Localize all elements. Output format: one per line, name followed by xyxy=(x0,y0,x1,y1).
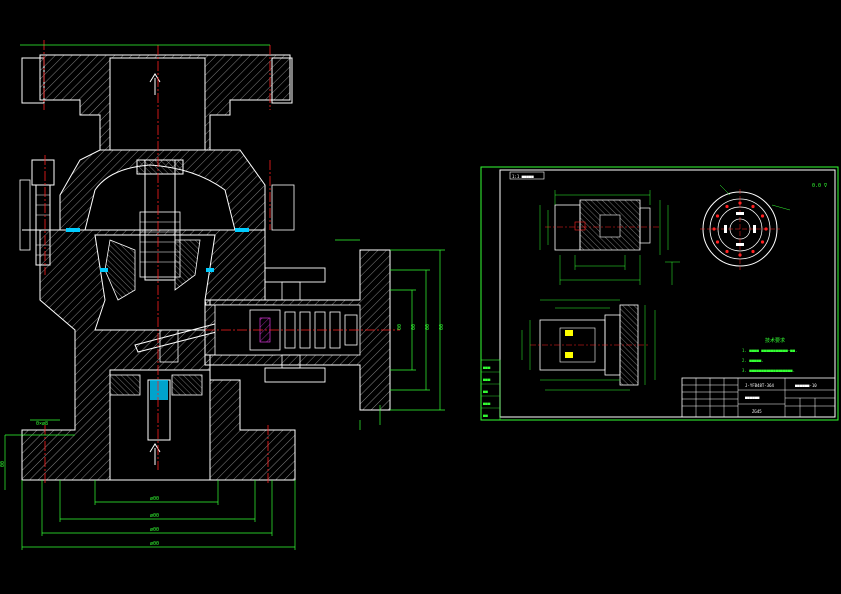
seat-insert xyxy=(104,239,136,301)
dim-text-3: ø00 xyxy=(150,527,159,533)
dim-text-2: ø00 xyxy=(150,513,159,519)
dim-text-side-2: 00 xyxy=(425,324,431,330)
part-top-view xyxy=(539,190,680,285)
part-end-view xyxy=(700,184,791,270)
side-label-3: ■■ xyxy=(483,389,488,394)
dim-text-left-top: 0×ø8 xyxy=(36,421,48,427)
dim-text-1: ø00 xyxy=(150,496,159,502)
side-label-2: ■■■ xyxy=(483,377,491,382)
side-label-4: ■■■ xyxy=(483,401,491,406)
material: ZG45 xyxy=(752,409,762,414)
sheet-outer-frame xyxy=(480,166,839,421)
notes-title: 技术要求 xyxy=(765,337,785,344)
dim-text-left: 00 xyxy=(0,461,6,467)
sheet-inner-frame xyxy=(499,169,836,418)
part-name: ■■■■■■ xyxy=(745,395,760,400)
right-dimensions xyxy=(20,44,445,430)
note-3: 3. ■■■■■■■■■■■■■■■■■■. xyxy=(742,368,795,373)
drawing-number: J-YFB48T-364 xyxy=(745,383,774,388)
note-2: 2. ■■■■■. xyxy=(742,358,764,363)
left-bolt xyxy=(31,159,55,186)
part-code: ■■■■■■-10 xyxy=(795,383,817,388)
part-drawing-sheet: 1:1 ■■■■■ 0.0 ∇ ■■■ ■■■ ■■ ■■■ ■■ xyxy=(480,166,839,421)
dim-text-side-1: 00 xyxy=(439,324,445,330)
technical-notes: 技术要求 1. ■■■■ ■■■■■■■■■■■—■■. 2. ■■■■■. 3… xyxy=(742,337,797,373)
dim-text-4: ø00 xyxy=(150,541,159,547)
side-label-5: ■■ xyxy=(483,413,488,418)
side-label-1: ■■■ xyxy=(483,365,491,370)
title-block: J-YFB48T-364 ■■■■■■-10 ■■■■■■ ZG45 xyxy=(681,377,836,418)
bolt-circle xyxy=(712,201,768,257)
note-1: 1. ■■■■ ■■■■■■■■■■■—■■. xyxy=(742,348,797,353)
bottom-dimensions xyxy=(4,419,296,550)
dim-text-side-4: 00 xyxy=(397,324,403,330)
main-section-view: ø00 ø00 ø00 ø00 0×ø8 00 00 00 00 00 xyxy=(0,40,445,550)
view-label: 1:1 ■■■■■ xyxy=(512,174,534,179)
centerlines xyxy=(43,40,400,485)
scale-mark: 0.0 ∇ xyxy=(812,183,828,189)
part-side-view xyxy=(521,299,656,391)
dim-text-side-3: 00 xyxy=(411,324,417,330)
top-flange xyxy=(39,54,291,151)
